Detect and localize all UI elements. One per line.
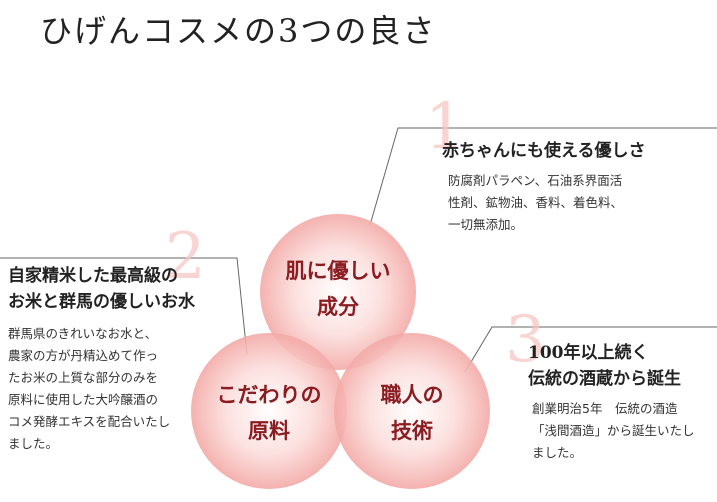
circle-craftsman-technique [334, 333, 490, 489]
point-body-3: 創業明治5年 伝統の酒造 「浅間酒造」から誕生いたし ました。 [532, 401, 695, 460]
point-heading-2: 自家精米した最高級の お米と群馬の優しいお水 [8, 266, 195, 312]
circle-gentle-ingredients [260, 214, 416, 370]
circle-label-2: こだわりの 原料 [216, 382, 322, 443]
point-number-1: 1 [425, 90, 466, 164]
point-number-3: 3 [505, 303, 546, 377]
point-heading-3: 100年以上続く 伝統の酒蔵から誕生 [528, 343, 681, 389]
circle-label-3: 職人の 技術 [380, 382, 444, 443]
point-body-1: 防腐剤パラペン、石油系界面活 性剤、鉱物油、香料、着色料、 一切無添加。 [448, 173, 624, 232]
point-body-2: 群馬県のきれいなお水と、 農家の方が丹精込めて作っ たお米の上質な部分のみを 原… [8, 326, 171, 451]
leader-line-3 [464, 326, 717, 373]
point-heading-1: 赤ちゃんにも使える優しさ [442, 141, 646, 161]
leader-line-2 [0, 257, 248, 356]
circle-special-materials [191, 333, 347, 489]
circle-label-1: 肌に優しい 成分 [285, 258, 391, 319]
point-number-2: 2 [165, 220, 206, 294]
page-title: ひげんコスメの3つの良さ [40, 12, 437, 50]
leader-line-1 [369, 127, 717, 226]
